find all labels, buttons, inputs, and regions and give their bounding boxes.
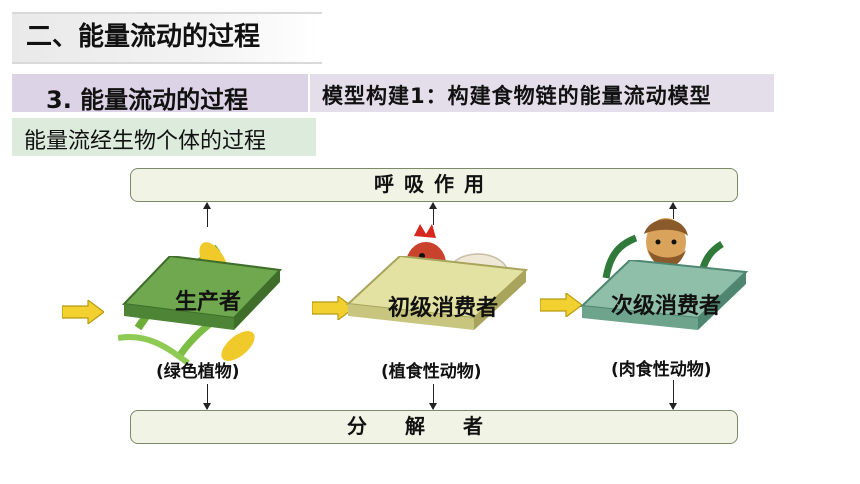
producer-decomposer-arrow xyxy=(203,384,211,410)
subsection-title-bg xyxy=(12,74,308,112)
producer-note: (绿色植物) xyxy=(156,362,240,382)
process-title: 能量流经生物个体的过程 xyxy=(24,129,267,154)
respiration-band: 呼吸作用 xyxy=(130,168,738,202)
secondary-consumer-note: (肉食性动物) xyxy=(611,360,712,380)
primary-to-secondary-arrow xyxy=(540,293,582,317)
secondary-respiration-arrow xyxy=(669,202,677,219)
energy-input-arrow xyxy=(62,300,104,324)
model-title: 模型构建1：构建食物链的能量流动模型 xyxy=(322,84,712,108)
producer-label: 生产者 xyxy=(175,290,242,315)
secondary-decomposer-arrow xyxy=(669,380,677,410)
subsection-title: 3. 能量流动的过程 xyxy=(46,86,249,114)
model-title-bg xyxy=(310,74,774,112)
producer-to-primary-arrow xyxy=(312,296,354,320)
secondary-consumer-label: 次级消费者 xyxy=(611,294,722,319)
producer-respiration-arrow xyxy=(203,202,211,227)
secondary-consumer-tile xyxy=(580,260,748,330)
respiration-label: 呼吸作用 xyxy=(374,172,494,196)
process-title-bg xyxy=(12,118,316,156)
section-title: 二、能量流动的过程 xyxy=(26,22,261,52)
producer-tile xyxy=(122,256,282,330)
primary-decomposer-arrow xyxy=(429,384,437,410)
primary-respiration-arrow xyxy=(429,202,437,225)
decomposer-label: 分解者 xyxy=(347,414,521,438)
primary-consumer-note: (植食性动物) xyxy=(381,362,482,382)
decomposer-band: 分解者 xyxy=(130,410,738,444)
section-title-bar xyxy=(12,12,322,64)
primary-consumer-label: 初级消费者 xyxy=(388,296,499,321)
primary-consumer-tile xyxy=(346,256,528,330)
